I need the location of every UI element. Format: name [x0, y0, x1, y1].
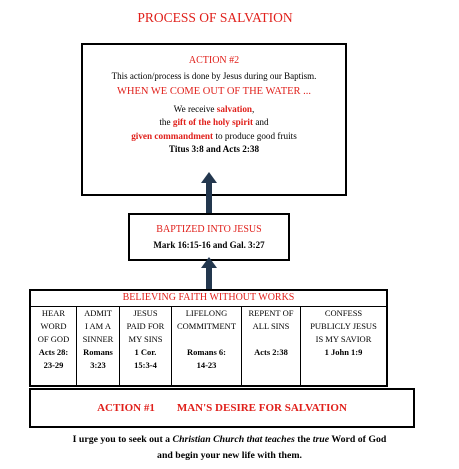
gift-term: gift of the holy spirit	[172, 117, 254, 127]
column-line: PAID FOR	[126, 321, 165, 331]
column-line: SINNER	[82, 334, 114, 344]
column-reference: Romans 6:	[187, 347, 226, 357]
column-line: MY SINS	[128, 334, 163, 344]
commandment-term: given commandment	[131, 130, 214, 141]
up-arrow-icon	[201, 172, 217, 214]
gift-suffix: and	[253, 117, 269, 127]
receive-suffix: ,	[252, 103, 255, 114]
receive-prefix: We receive	[173, 103, 217, 114]
footer-part: the	[294, 434, 313, 445]
faith-column-hear: HEAR WORD OF GOD Acts 28: 23-29	[31, 307, 77, 385]
column-reference: 23-29	[43, 360, 64, 370]
salvation-term: salvation	[216, 103, 253, 114]
action-2-heading: ACTION #2	[188, 55, 240, 66]
column-line: JESUS	[133, 308, 158, 318]
column-line: IS MY SAVIOR	[315, 334, 372, 344]
column-reference: Romans	[83, 347, 113, 357]
believing-faith-box: BELIEVING FAITH WITHOUT WORKS HEAR WORD …	[29, 289, 388, 387]
footer-line-2: and begin your new life with them.	[157, 450, 302, 461]
action-2-description: This action/process is done by Jesus dur…	[111, 70, 317, 81]
faith-column-admit: ADMIT I AM A SINNER Romans 3:23	[77, 307, 120, 385]
column-line: OF GOD	[37, 334, 70, 344]
commandment-suffix: to produce good fruits	[213, 130, 297, 141]
column-reference: 3:23	[90, 360, 106, 370]
faith-column-lifelong: LIFELONG COMMITMENT Romans 6: 14-23	[172, 307, 242, 385]
column-reference: 14-23	[196, 360, 217, 370]
action-2-commandment-line: given commandment to produce good fruits	[83, 130, 345, 144]
column-line: I AM A	[85, 321, 111, 331]
column-line: LIFELONG	[185, 308, 228, 318]
action-1-box: ACTION #1 MAN'S DESIRE FOR SALVATION	[29, 388, 415, 428]
action-1-label: ACTION #1	[97, 402, 155, 414]
footer-italic: true	[312, 434, 330, 445]
column-reference: 1 Cor.	[134, 347, 157, 357]
baptized-box: BAPTIZED INTO JESUS Mark 16:15-16 and Ga…	[128, 213, 290, 261]
action-2-water-line: WHEN WE COME OUT OF THE WATER ...	[116, 86, 312, 97]
faith-column-repent: REPENT OF ALL SINS Acts 2:38	[242, 307, 301, 385]
column-line: ALL SINS	[252, 321, 290, 331]
footer-text: I urge you to seek out a Christian Churc…	[0, 432, 459, 464]
footer-part: I urge you to seek out a	[72, 434, 173, 445]
up-arrow-icon	[201, 257, 217, 290]
column-line: HEAR	[41, 308, 66, 318]
column-reference: Acts 2:38	[254, 347, 288, 357]
footer-part: Word of God	[329, 434, 387, 445]
column-line: WORD	[40, 321, 67, 331]
footer-italic: Christian Church that teaches	[172, 434, 295, 445]
column-line: REPENT OF	[248, 308, 294, 318]
column-line: CONFESS	[324, 308, 363, 318]
action-1-text: MAN'S DESIRE FOR SALVATION	[176, 402, 347, 414]
action-2-reference: Titus 3:8 and Acts 2:38	[168, 144, 260, 154]
faith-column-jesus: JESUS PAID FOR MY SINS 1 Cor. 15:3-4	[120, 307, 172, 385]
column-reference: Acts 28:	[38, 347, 69, 357]
page-title: PROCESS OF SALVATION	[137, 10, 293, 25]
column-reference: 15:3-4	[134, 360, 157, 370]
column-reference: 1 John 1:9	[324, 347, 363, 357]
faith-heading: BELIEVING FAITH WITHOUT WORKS	[122, 292, 295, 303]
gift-prefix: the	[159, 117, 173, 127]
baptized-reference: Mark 16:15-16 and Gal. 3:27	[153, 239, 265, 250]
faith-column-confess: CONFESS PUBLICLY JESUS IS MY SAVIOR 1 Jo…	[301, 307, 386, 385]
action-2-receive-line: We receive salvation,	[83, 103, 345, 117]
column-line: PUBLICLY JESUS	[310, 321, 377, 331]
column-line: COMMITMENT	[176, 321, 237, 331]
action-2-box: ACTION #2 This action/process is done by…	[81, 43, 347, 196]
baptized-heading: BAPTIZED INTO JESUS	[156, 224, 262, 235]
footer-line-1: I urge you to seek out a Christian Churc…	[0, 432, 459, 448]
column-line: ADMIT	[84, 308, 112, 318]
action-2-gift-line: the gift of the holy spirit and	[83, 116, 345, 130]
faith-divider	[31, 306, 386, 307]
